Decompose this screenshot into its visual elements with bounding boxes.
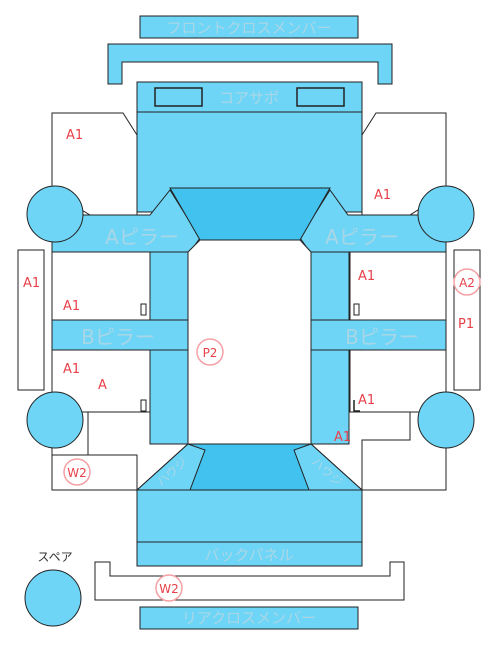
mark-center-right: P2: [203, 346, 218, 360]
mark-front-left-fender: A1: [66, 128, 83, 143]
front-cross-member-label: フロントクロスメンバー: [166, 19, 331, 37]
rear-floor: [136, 489, 363, 543]
spare-tire: [24, 569, 82, 627]
rear-right-wheel: [417, 391, 475, 449]
mark-ring-w2-bumper: [155, 574, 183, 602]
mark-right-outer-sill-bottom: P1: [458, 317, 474, 332]
back-panel-label: バックパネル: [204, 546, 293, 564]
rear-cross-member-label: リアクロスメンバー: [182, 609, 316, 627]
right-rear-latch: [353, 400, 360, 412]
mark-ring-a2: [453, 268, 481, 296]
mark-right-outer-sill-top: A2: [459, 276, 475, 290]
left-rear-latch: [140, 399, 147, 412]
core-support-slot-right: [296, 87, 345, 107]
rear-cross-member: [139, 606, 359, 630]
mark-left-rear-door: A1: [63, 362, 80, 377]
b-pillar-left: [51, 319, 191, 351]
rear-left-wheel: [26, 391, 84, 449]
front-left-wheel: [26, 185, 84, 243]
left-outer-sill: [17, 249, 45, 391]
mark-left-front-door: A1: [63, 299, 80, 314]
mark-rear-bumper: W2: [159, 582, 179, 596]
mark-left-quarter: W2: [67, 466, 87, 480]
b-pillar-right-label: Bピラー: [345, 325, 419, 349]
front-bumper-outline: [107, 43, 393, 85]
b-pillar-left-label: Bピラー: [81, 325, 155, 349]
a-pillar-right-label: Aピラー: [325, 225, 399, 249]
right-front-latch: [353, 303, 360, 316]
b-pillar-right: [310, 319, 447, 351]
spare-label: スペア: [37, 550, 72, 564]
mark-right-front-door: A1: [358, 269, 375, 284]
front-cross-member: [139, 15, 359, 39]
a-pillar-left-label: Aピラー: [105, 225, 179, 249]
back-panel: [136, 541, 363, 567]
mark-left-rear-door-2: A: [98, 378, 107, 393]
core-support: [136, 81, 363, 113]
core-support-label: コアサポ: [219, 89, 279, 107]
core-support-slot-left: [154, 87, 203, 107]
mark-ring-w2-quarter: [63, 458, 91, 486]
mark-right-quarter: A1: [334, 430, 351, 445]
front-right-wheel: [417, 185, 475, 243]
rear-bumper-outline: [94, 561, 405, 601]
mark-front-right-fender: A1: [374, 188, 391, 203]
mark-right-rear-door: A1: [358, 393, 375, 408]
mark-left-outer-sill: A1: [23, 276, 40, 291]
left-front-latch: [140, 303, 147, 316]
mark-ring-p2: [196, 338, 224, 366]
